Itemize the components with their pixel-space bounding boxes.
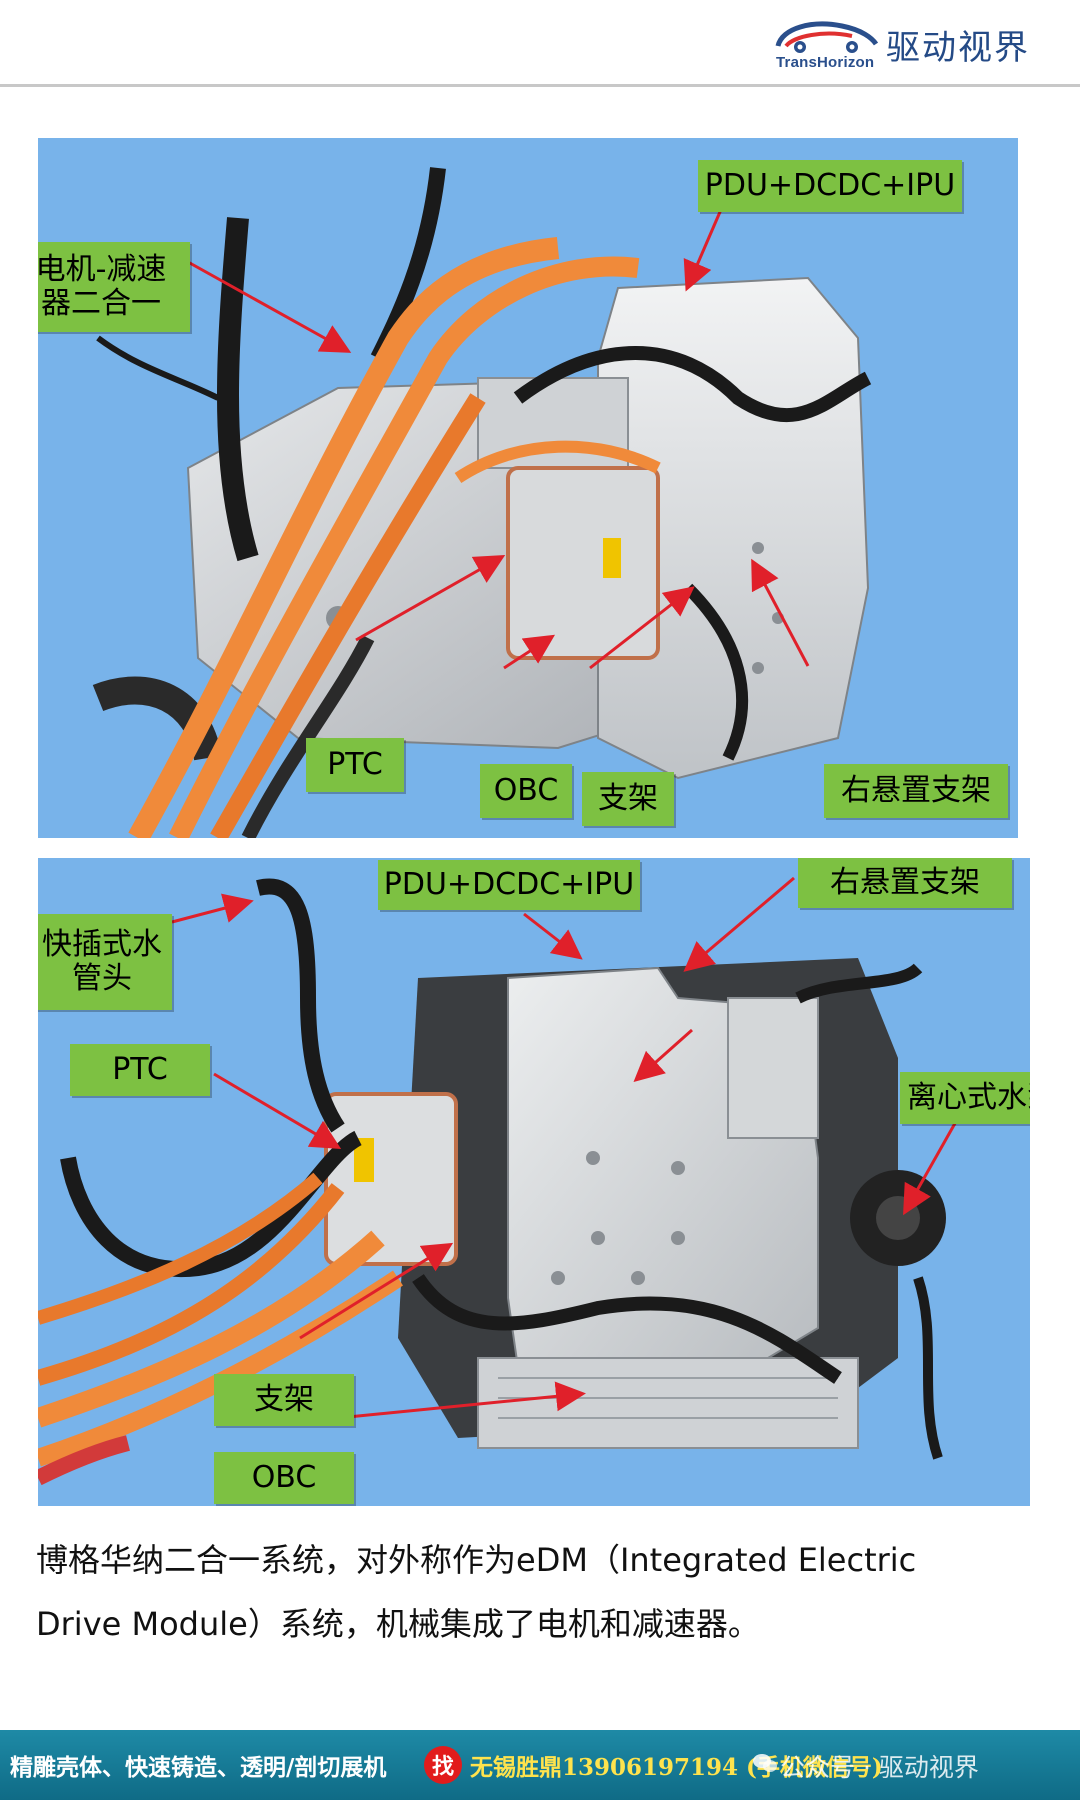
car-swoosh-logo-icon (775, 21, 879, 53)
label-bracket-text: 支架 (254, 1381, 314, 1417)
caption-line-2: Drive Module）系统，机械集成了电机和减速器。 (36, 1605, 760, 1643)
footer-account-name: 公众号 · 驱动视界 (780, 1753, 979, 1782)
label-bracket-text: 支架 (598, 780, 658, 816)
label-obc-top: OBC (480, 764, 572, 818)
label-quick-connector-text: 快插式水 管头 (42, 926, 162, 996)
label-pdu-text: PDU+DCDC+IPU (383, 866, 635, 902)
label-centrifugal-pump: 离心式水泵 (900, 1072, 1030, 1124)
footer-service-text: 精雕壳体、快速铸造、透明/剖切展机 (10, 1754, 387, 1781)
label-pump-text: 离心式水泵 (907, 1079, 1030, 1115)
edm-rear-view-illustration (38, 876, 960, 1486)
photo-panel-top: 电机-减速 器二合一 PDU+DCDC+IPU PTC OBC 支架 右悬置支架 (38, 138, 1018, 838)
label-ptc-text: PTC (327, 746, 383, 782)
article-caption: 博格华纳二合一系统，对外称作为eDM（Integrated Electric D… (36, 1528, 1046, 1656)
brand-name-cn: 驱动视界 (886, 28, 1030, 68)
wechat-icon (753, 1754, 777, 1772)
label-ptc-bottom: PTC (70, 1044, 210, 1096)
brand-name-en: TransHorizon (776, 54, 875, 71)
label-obc-bottom: OBC (214, 1452, 354, 1504)
caption-line-1: 博格华纳二合一系统，对外称作为eDM（Integrated Electric (36, 1541, 917, 1579)
edm-side-view-illustration (92, 167, 872, 838)
label-right-mount-top: 右悬置支架 (824, 764, 1008, 818)
label-right-mount-text: 右悬置支架 (841, 772, 991, 808)
label-right-mount-bottom: 右悬置支架 (798, 858, 1012, 908)
label-pdu-text: PDU+DCDC+IPU (704, 167, 956, 203)
label-bracket-top: 支架 (582, 772, 674, 826)
label-ptc-top: PTC (306, 738, 404, 792)
label-quick-connector: 快插式水 管头 (38, 914, 172, 1010)
label-motor-reducer-text: 电机-减速 器二合一 (38, 251, 167, 321)
header-divider (0, 84, 1080, 87)
page-header: TransHorizon 驱动视界 (0, 0, 1080, 84)
footer-find-badge: 找 (424, 1746, 462, 1784)
footer-contact-text: 无锡胜鼎13906197194 (手机微信号) (470, 1754, 883, 1781)
label-pdu-dcdc-ipu-bottom: PDU+DCDC+IPU (378, 860, 640, 910)
brand: TransHorizon 驱动视界 (772, 14, 1052, 74)
footer-banner: 精雕壳体、快速铸造、透明/剖切展机 找 无锡胜鼎13906197194 (手机微… (0, 1730, 1080, 1800)
label-pdu-dcdc-ipu-top: PDU+DCDC+IPU (698, 160, 962, 212)
label-obc-text: OBC (493, 772, 559, 808)
label-bracket-bottom: 支架 (214, 1374, 354, 1426)
label-motor-reducer: 电机-减速 器二合一 (38, 242, 190, 332)
label-right-mount-text: 右悬置支架 (830, 864, 980, 900)
photo-panel-bottom: 快插式水 管头 PDU+DCDC+IPU 右悬置支架 PTC 离心式水泵 支架 … (38, 858, 1030, 1506)
label-obc-text: OBC (251, 1459, 317, 1495)
label-ptc-text: PTC (112, 1051, 168, 1087)
